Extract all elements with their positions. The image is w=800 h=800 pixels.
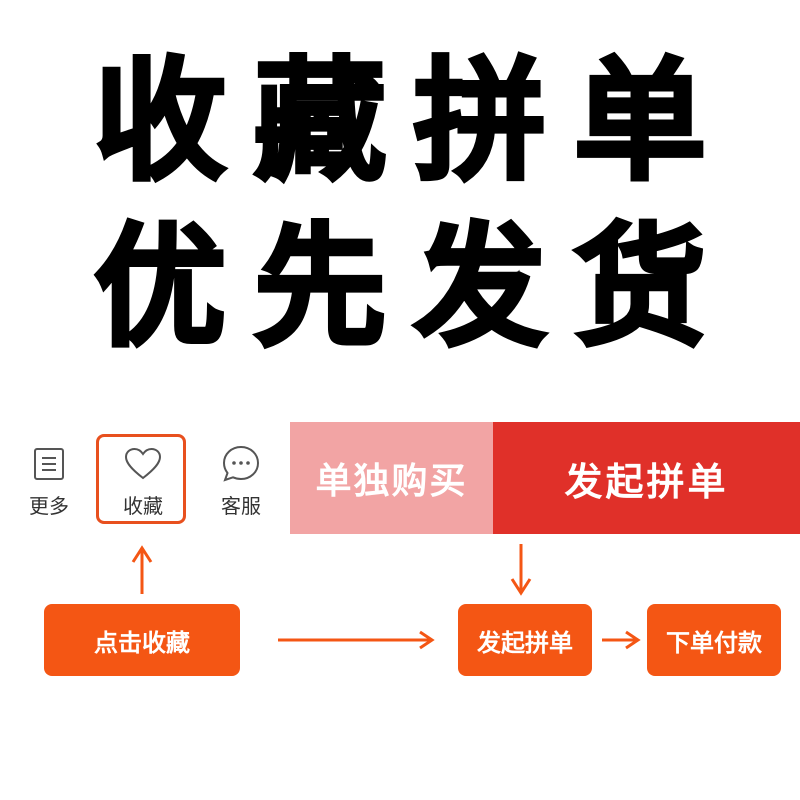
chat-icon: [221, 444, 261, 484]
favorite-button[interactable]: 收藏: [94, 422, 192, 534]
headline-line-2: 优先发货: [92, 211, 734, 365]
start-group-buy-button[interactable]: 发起拼单: [493, 422, 800, 534]
step-place-order: 下单付款: [647, 604, 781, 676]
arrow-right-short: [602, 630, 641, 650]
favorite-label: 收藏: [123, 494, 163, 518]
list-icon: [29, 444, 69, 484]
arrow-right-long: [278, 630, 435, 650]
arrow-up-to-favorite: [131, 545, 153, 594]
favorite-highlight-box: [96, 434, 186, 524]
buy-solo-button[interactable]: 单独购买: [290, 422, 493, 534]
step-start-group-buy: 发起拼单: [458, 604, 592, 676]
customer-service-label: 客服: [221, 494, 261, 518]
customer-service-button[interactable]: 客服: [192, 422, 290, 534]
headline-line-1: 收藏拼单: [92, 45, 734, 199]
step-click-favorite: 点击收藏: [44, 604, 240, 676]
arrow-down-from-start-group: [510, 544, 532, 596]
more-button[interactable]: 更多: [0, 422, 98, 534]
more-label: 更多: [29, 494, 69, 518]
heart-icon: [123, 444, 163, 484]
